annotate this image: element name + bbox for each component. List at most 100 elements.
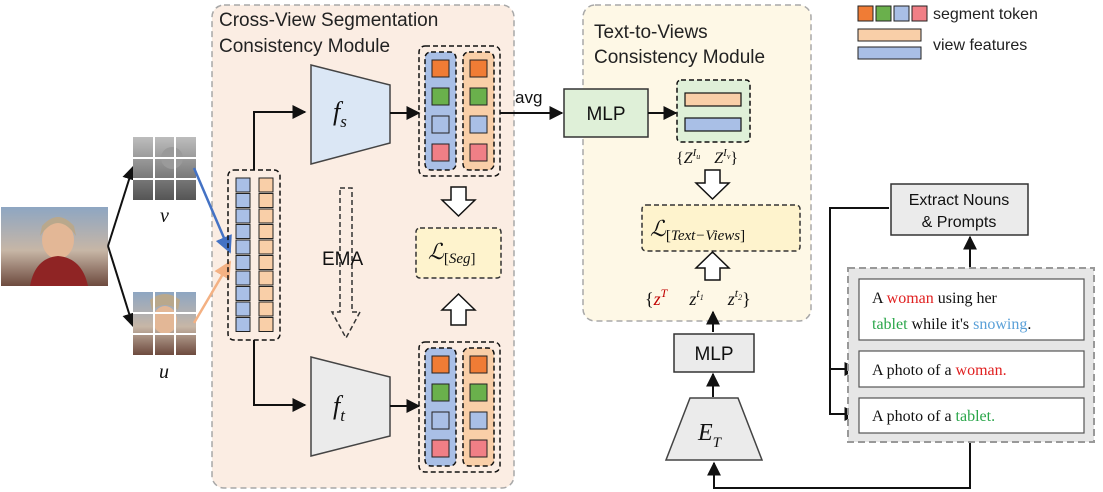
text-views-loss-box — [641, 204, 801, 252]
extract-to-prompts-path — [829, 207, 889, 421]
patch-token — [258, 255, 274, 270]
ema-arrow — [330, 187, 362, 340]
caption-line2: tablet while it's snowing. — [872, 316, 1031, 333]
ft-label: ft — [333, 391, 346, 425]
segment-token — [431, 355, 450, 374]
patch-token — [258, 177, 274, 193]
caption-box — [858, 278, 1085, 341]
woman-prompt-text: A photo of a woman. — [872, 362, 1007, 379]
extract-nouns-line2: & Prompts — [922, 214, 997, 231]
segment-token — [431, 383, 450, 402]
text-views-loss-label: ℒ[Text−Views] — [650, 216, 745, 244]
patch-token — [235, 270, 251, 286]
patch-token — [258, 193, 274, 208]
seg-loss-label: ℒ[Seg] — [428, 239, 476, 267]
student-output-group — [418, 45, 501, 177]
legend-feature-orange — [857, 28, 922, 42]
teacher-to-seg-loss-arrow — [440, 292, 477, 326]
text-views-module-title-2: Consistency Module — [594, 47, 765, 68]
patch-token — [235, 239, 251, 255]
v-to-features-arrow — [192, 167, 232, 254]
segment-token — [431, 439, 450, 458]
teacher-segment-tokens-v — [469, 355, 488, 458]
patch-token — [258, 317, 274, 332]
segment-token — [469, 411, 488, 430]
mlp-top-box — [563, 88, 649, 138]
segment-token — [469, 87, 488, 106]
student-view-v-group — [462, 51, 495, 171]
patch-token — [235, 177, 251, 193]
patch-token — [258, 270, 274, 286]
caption-line1: A woman using her — [872, 290, 998, 307]
segment-token — [431, 59, 450, 78]
fs-label: fs — [333, 97, 347, 131]
segment-token — [469, 439, 488, 458]
u-to-features-arrow — [192, 260, 232, 324]
tokens-to-fs-arrow — [253, 105, 307, 170]
text-views-module-title-1: Text-to-Views — [594, 22, 708, 43]
patch-token — [258, 208, 274, 224]
projected-feature-u — [684, 92, 742, 107]
tablet-prompt-box — [858, 397, 1085, 434]
mlp-top-label: MLP — [586, 104, 625, 125]
tablet-prompt-text: A photo of a tablet. — [872, 408, 995, 425]
legend-view-features-label: view features — [933, 37, 1027, 54]
input-photo — [1, 207, 108, 286]
segment-token — [469, 383, 488, 402]
teacher-view-v-group — [462, 347, 495, 467]
patch-token — [235, 317, 251, 332]
student-view-u-group — [424, 51, 457, 171]
input-orange-patch-tokens — [258, 177, 274, 332]
teacher-output-group — [418, 341, 501, 473]
photo-to-v-arrow — [107, 165, 136, 247]
legend-token-blue — [893, 5, 910, 22]
patch-token — [235, 301, 251, 317]
segment-token — [431, 411, 450, 430]
segment-token — [469, 355, 488, 374]
legend-token-orange — [857, 5, 874, 22]
woman-prompt-box — [858, 350, 1085, 388]
student-to-seg-loss-arrow — [440, 186, 477, 218]
patch-token — [235, 255, 251, 270]
teacher-segment-tokens-u — [431, 355, 450, 458]
patch-token — [258, 224, 274, 239]
projected-feature-v — [684, 117, 742, 132]
patch-token — [258, 286, 274, 301]
segmentation-module-title-2: Consistency Module — [219, 36, 390, 57]
segment-token — [431, 87, 450, 106]
teacher-view-u-group — [424, 347, 457, 467]
patch-token — [235, 193, 251, 208]
prompts-to-et-arrow — [707, 442, 971, 489]
mlp-bottom-label: MLP — [694, 344, 733, 365]
legend-segment-token-label: segment token — [933, 6, 1038, 23]
view-u-label: u — [159, 361, 169, 383]
view-v-patches — [133, 137, 196, 200]
photo-to-u-arrow — [107, 245, 136, 328]
fs-student-encoder — [310, 64, 391, 165]
input-blue-patch-tokens — [235, 177, 251, 332]
segmentation-module-title-1: Cross-View Segmentation — [219, 10, 438, 31]
text-embeddings-to-loss-arrow — [694, 250, 731, 281]
legend-token-red — [911, 5, 928, 22]
mlp-bottom-box — [673, 333, 755, 373]
legend: segment token view features — [857, 5, 1038, 60]
features-to-text-loss-arrow — [694, 169, 731, 201]
patch-token — [258, 301, 274, 317]
patch-token — [235, 286, 251, 301]
avg-label: avg — [515, 88, 542, 107]
ema-label: EMA — [322, 249, 364, 270]
seg-loss-box — [415, 227, 502, 279]
view-u-patches — [133, 292, 196, 355]
legend-feature-blue — [857, 46, 922, 60]
segment-token — [469, 143, 488, 162]
text-encoder-et — [664, 397, 764, 461]
extract-nouns-line1: Extract Nouns — [909, 192, 1009, 209]
patch-token — [258, 239, 274, 255]
patch-token — [235, 208, 251, 224]
view-v-label: v — [160, 205, 169, 227]
extract-nouns-box — [890, 183, 1029, 236]
segment-token — [431, 115, 450, 134]
